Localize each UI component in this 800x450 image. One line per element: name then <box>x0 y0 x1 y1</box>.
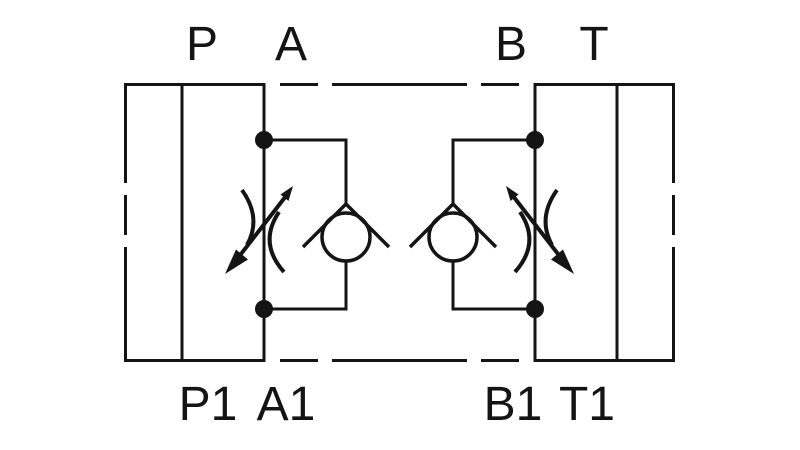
check-valve-seat <box>301 201 391 249</box>
port-label-a1: A1 <box>257 378 316 431</box>
port-label-p: P <box>186 18 218 71</box>
port-label-p1: P1 <box>179 378 238 431</box>
check-valve-bypass-line <box>264 138 348 311</box>
throttle-adjust-arrow-shaft <box>239 194 288 256</box>
check-valve-ball <box>320 211 372 263</box>
throttle-arc-left <box>240 188 256 246</box>
port-label-t1: T1 <box>559 378 615 431</box>
port-label-t: T <box>579 18 608 71</box>
check-valve-symbol <box>264 138 391 311</box>
port-label-b1: B1 <box>484 378 543 431</box>
valve-body-outline <box>124 83 400 362</box>
port-label-b: B <box>495 18 527 71</box>
throttle-arrowhead-small <box>280 186 293 201</box>
throttle-arrowhead-large <box>225 249 248 274</box>
port-labels-bottom: P1 A1 B1 T1 <box>179 378 615 431</box>
port-labels-top: P A B T <box>186 18 609 71</box>
throttle-arc-right <box>267 210 286 274</box>
throttle-valve-symbol <box>225 186 293 274</box>
schematic-left-half <box>124 83 400 362</box>
port-label-a: A <box>275 18 307 71</box>
schematic-right-half <box>397 81 677 364</box>
